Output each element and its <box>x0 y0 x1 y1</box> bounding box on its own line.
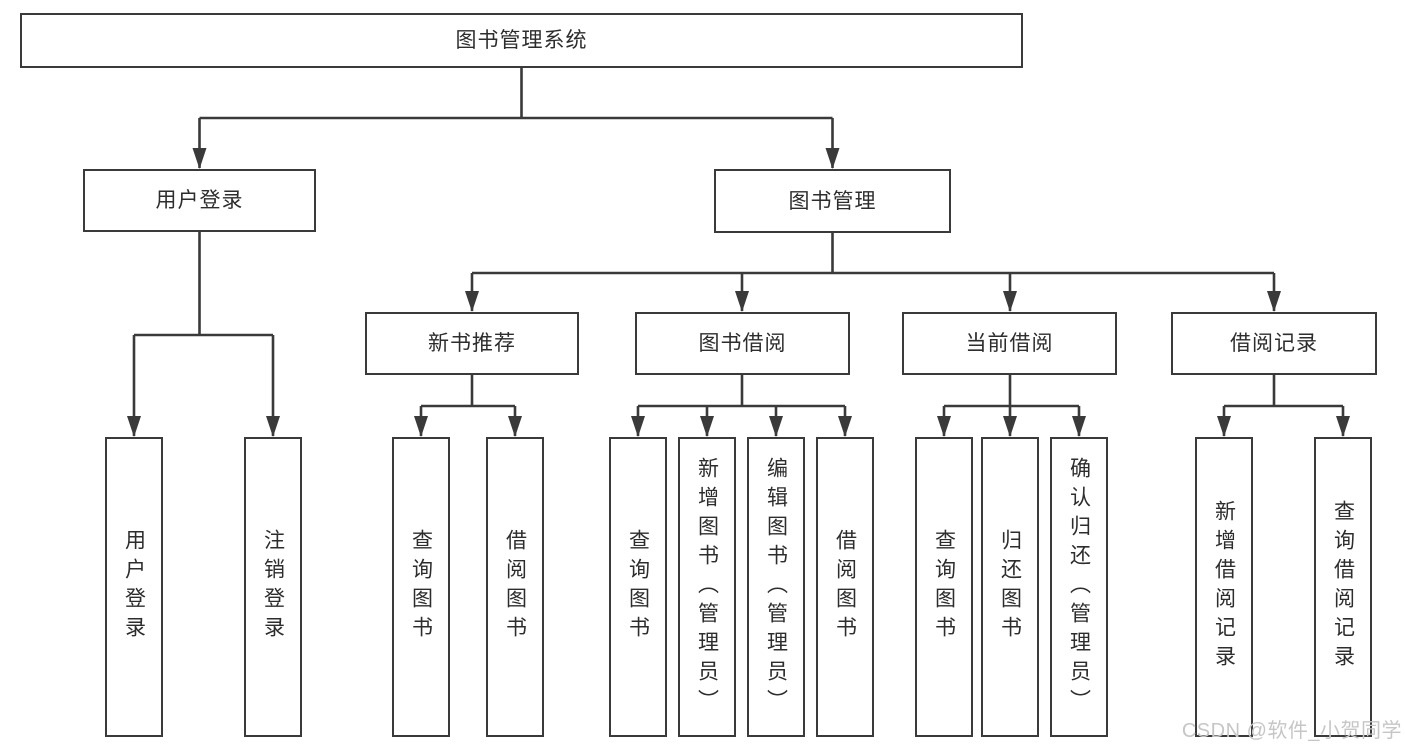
arrowhead <box>769 416 783 437</box>
arrowhead <box>266 416 280 437</box>
arrowheads <box>127 148 1350 437</box>
csdn-watermark: CSDN @软件_小贺同学 <box>1181 720 1402 742</box>
leaf-add-books-admin: 新增图书（管理员） <box>678 437 736 737</box>
connector-bookmgmt-branch <box>470 233 1276 311</box>
connector-newbooks-branch <box>419 375 517 436</box>
node-current-borrowing: 当前借阅 <box>902 312 1117 375</box>
arrowhead <box>1003 416 1017 437</box>
node-borrowing-records: 借阅记录 <box>1171 312 1377 375</box>
connector-root-to-level2 <box>198 68 834 168</box>
arrowhead <box>1072 416 1086 437</box>
arrowhead <box>825 148 840 169</box>
leaf-edit-books-admin: 编辑图书（管理员） <box>747 437 805 737</box>
node-book-borrowing: 图书借阅 <box>635 312 850 375</box>
node-book-management-module: 图书管理 <box>714 169 951 233</box>
arrowhead <box>127 416 141 437</box>
arrowhead <box>1267 291 1281 312</box>
arrowhead <box>1336 416 1350 437</box>
arrowhead <box>465 291 479 312</box>
node-root-library-management-system: 图书管理系统 <box>20 13 1023 68</box>
node-new-book-recommend: 新书推荐 <box>365 312 579 375</box>
leaf-confirm-return-admin: 确认归还（管理员） <box>1050 437 1108 737</box>
leaf-query-books-current: 查询图书 <box>915 437 973 737</box>
arrowhead <box>631 416 645 437</box>
leaf-query-books-recommend: 查询图书 <box>392 437 450 737</box>
arrowhead <box>700 416 714 437</box>
connectors <box>132 68 1345 436</box>
leaf-query-books-borrowing: 查询图书 <box>609 437 667 737</box>
leaf-add-borrow-record: 新增借阅记录 <box>1195 437 1253 737</box>
arrowhead <box>508 416 522 437</box>
leaf-query-borrow-record: 查询借阅记录 <box>1314 437 1372 737</box>
arrowhead <box>192 148 207 169</box>
arrowhead <box>735 291 749 312</box>
leaf-return-books: 归还图书 <box>981 437 1039 737</box>
leaf-logout: 注销登录 <box>244 437 302 737</box>
connector-borrow-branch <box>636 375 847 436</box>
arrowhead <box>937 416 951 437</box>
arrowhead <box>838 416 852 437</box>
connector-records-branch <box>1222 375 1345 436</box>
arrowhead <box>1003 291 1017 312</box>
leaf-borrow-books-recommend: 借阅图书 <box>486 437 544 737</box>
arrowhead <box>1217 416 1231 437</box>
leaf-borrow-books: 借阅图书 <box>816 437 874 737</box>
leaf-user-login: 用户登录 <box>105 437 163 737</box>
node-user-login-module: 用户登录 <box>83 169 316 232</box>
arrowhead <box>414 416 428 437</box>
connector-userlogin-branch <box>132 232 275 436</box>
